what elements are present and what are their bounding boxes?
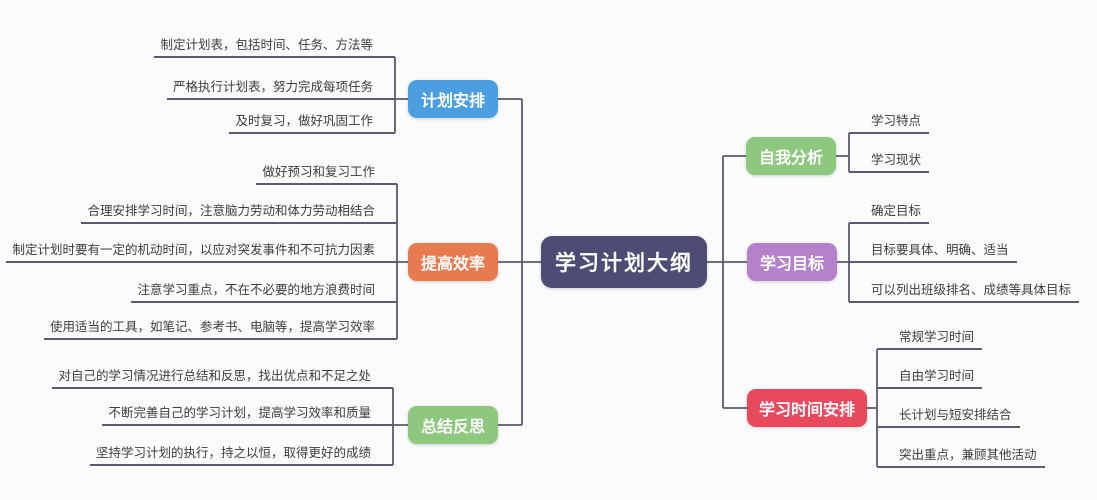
leaf-summary-reflection-1[interactable]: 不断完善自己的学习计划，提高学习效率和质量 — [102, 405, 393, 426]
leaf-self-analysis-0[interactable]: 学习特点 — [849, 113, 930, 134]
leaf-plan-arrangement-1[interactable]: 严格执行计划表，努力完成每项任务 — [166, 79, 395, 100]
leaf-improve-efficiency-0[interactable]: 做好预习和复习工作 — [256, 164, 397, 185]
leaf-study-goals-0[interactable]: 确定目标 — [849, 203, 930, 224]
branch-node-summary-reflection[interactable]: 总结反思 — [408, 406, 498, 444]
leaf-improve-efficiency-3[interactable]: 注意学习重点，不在不必要的地方浪费时间 — [131, 282, 397, 303]
leaf-improve-efficiency-2[interactable]: 制定计划时要有一定的机动时间，以应对突发事件和不可抗力因素 — [6, 242, 397, 263]
leaf-improve-efficiency-4[interactable]: 使用适当的工具，如笔记、参考书、电脑等，提高学习效率 — [43, 319, 397, 340]
leaf-summary-reflection-0[interactable]: 对自己的学习情况进行总结和反思，找出优点和不足之处 — [52, 368, 393, 389]
branch-node-study-goals[interactable]: 学习目标 — [747, 243, 837, 281]
leaf-study-goals-1[interactable]: 目标要具体、明确、适当 — [849, 242, 1017, 263]
leaf-plan-arrangement-2[interactable]: 及时复习，做好巩固工作 — [229, 113, 395, 134]
leaf-study-time-0[interactable]: 常规学习时间 — [877, 329, 983, 350]
branch-node-self-analysis[interactable]: 自我分析 — [746, 137, 836, 175]
central-topic[interactable]: 学习计划大纲 — [541, 236, 707, 288]
leaf-study-time-1[interactable]: 自由学习时间 — [877, 368, 983, 389]
leaf-study-time-3[interactable]: 突出重点，兼顾其他活动 — [877, 447, 1045, 468]
branch-node-improve-efficiency[interactable]: 提高效率 — [408, 243, 498, 281]
branch-node-study-time-schedule[interactable]: 学习时间安排 — [747, 389, 867, 427]
leaf-study-goals-2[interactable]: 可以列出班级排名、成绩等具体目标 — [849, 282, 1080, 303]
leaf-summary-reflection-2[interactable]: 坚持学习计划的执行，持之以恒，取得更好的成绩 — [89, 445, 393, 466]
leaf-self-analysis-1[interactable]: 学习现状 — [849, 152, 930, 173]
leaf-improve-efficiency-1[interactable]: 合理安排学习时间，注意脑力劳动和体力劳动相结合 — [81, 203, 397, 224]
leaf-plan-arrangement-0[interactable]: 制定计划表，包括时间、任务、方法等 — [154, 37, 395, 58]
leaf-study-time-2[interactable]: 长计划与短安排结合 — [877, 407, 1020, 428]
branch-node-plan-arrangement[interactable]: 计划安排 — [408, 80, 498, 118]
